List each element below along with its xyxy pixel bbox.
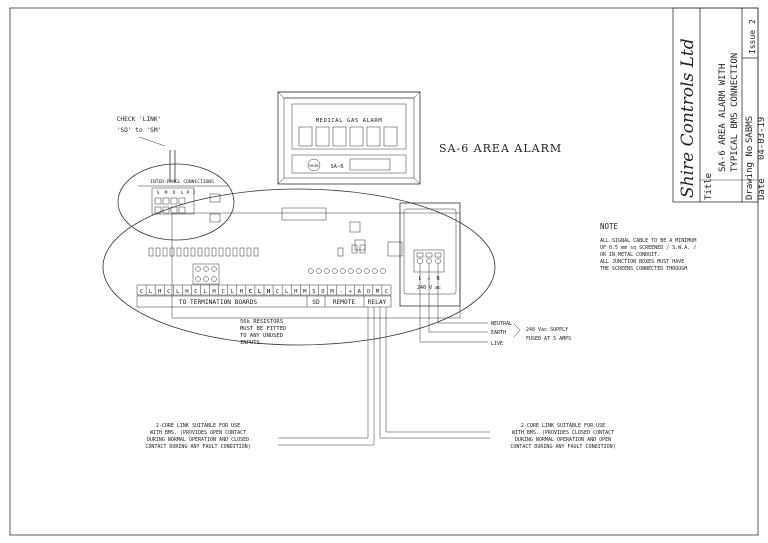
drawing-border <box>9 7 759 536</box>
supply-desc-line-2: FUSED AT 5 AMPS <box>526 336 571 342</box>
shire-logo-icon <box>307 158 321 172</box>
supply-desc-line-1: 240 Vac SUPPLY <box>526 327 568 333</box>
bms-left-line-4: CONTACT DURING ANY FAULT CONDITION) <box>145 444 250 450</box>
bms-right-line-1: 2-CORE LINK SUITABLE FOR USE <box>521 423 605 429</box>
note-line-4: ALL JUNCTION BOXES MUST HAVE <box>600 259 684 265</box>
bms-note-left: 2-CORE LINK SUITABLE FOR USE WITH BMS. (… <box>145 423 250 450</box>
resistor-note-line-4: INPUTS <box>240 340 260 346</box>
group-relay: RELAY <box>368 299 387 306</box>
bms-left-line-2: WITH BMS. (PROVIDES OPEN CONTACT <box>150 430 246 436</box>
supply-live: LIVE <box>491 341 503 347</box>
main-board <box>102 188 496 346</box>
link-note-line-2: 'SO' to 'SM' <box>117 127 162 134</box>
date-value: 04-03-19 <box>757 117 767 160</box>
note-line-3: OR IN METAL CONDUIT. <box>600 252 660 258</box>
terminal-label: C <box>140 289 143 295</box>
resistor-note-line-1: 56k RESISTORS <box>240 319 283 325</box>
group-termination-boards: TO TERMINATION BOARDS <box>179 299 258 306</box>
date-label: Date <box>757 178 767 200</box>
terminal-label: L <box>231 289 235 295</box>
terminal-label: C <box>276 289 279 295</box>
note-heading: NOTE <box>600 222 619 231</box>
terminal-label: M <box>330 289 334 295</box>
terminal-label: S <box>312 289 315 295</box>
group-sd: SD <box>312 299 320 306</box>
inset-terminal-m: M <box>165 190 168 196</box>
title-block: Shire Controls Ltd Title SA-6 AREA ALARM… <box>672 7 767 203</box>
inset-terminal-i: I <box>193 190 196 196</box>
title-line-2: TYPICAL BMS CONNECTION <box>730 53 740 172</box>
bms-right-line-3: DURING NORMAL OPERATION AND OPEN <box>515 437 611 443</box>
terminal-label: C <box>249 289 252 295</box>
inset-terminal-l: L <box>181 190 184 196</box>
panel-header: MEDICAL GAS ALARM <box>316 118 383 124</box>
terminal-label: H <box>294 289 297 295</box>
resistor-note: 56k RESISTORS MUST BE FITTED TO ANY UNUS… <box>240 319 286 346</box>
issue-number: 2 <box>748 19 757 24</box>
bms-wiring <box>278 307 490 446</box>
issue-label: Issue <box>748 30 757 54</box>
terminal-label: + <box>348 289 352 295</box>
supply-wiring <box>419 264 521 343</box>
terminal-label: O <box>367 289 371 295</box>
terminal-label: H <box>267 289 270 295</box>
terminal-label: H <box>212 289 215 295</box>
supply-neutral: NEUTRAL <box>491 321 512 327</box>
panel-indicators <box>298 126 398 147</box>
alarm-panel: MEDICAL GAS ALARM SHIRE SA-6 <box>277 91 421 185</box>
terminal-label: O <box>321 289 325 295</box>
terminal-label: L <box>176 289 180 295</box>
bms-left-line-3: DURING NORMAL OPERATION AND CLOSED <box>147 437 249 443</box>
inset-terminal-s: S <box>157 190 160 196</box>
terminal-label: M <box>376 289 380 295</box>
title-label: Title <box>704 173 714 200</box>
drawing-no: SABMS <box>745 116 755 143</box>
supply-earth: EARTH <box>491 330 506 336</box>
group-remote: REMOTE <box>333 299 356 306</box>
terminal-label: M <box>303 289 307 295</box>
bms-note-right: 2-CORE LINK SUITABLE FOR USE WITH BMS. (… <box>510 423 615 450</box>
note-line-2: OF 0.5 mm sq SCREENED / S.W.A. / <box>600 245 696 251</box>
note-line-5: THE SCREENS CONNECTED THROUGH <box>600 266 687 272</box>
terminal-label: - <box>339 289 342 295</box>
terminal-label: H <box>158 289 161 295</box>
inset-terminal-o: O <box>173 190 176 196</box>
company-name: Shire Controls Ltd <box>678 38 698 198</box>
ic-chip-row <box>148 247 259 257</box>
link-leader <box>138 136 166 147</box>
note-line-1: ALL SIGNAL CABLE TO BE A MINIMUM <box>600 238 696 244</box>
title-line-1: SA-6 AREA ALARM WITH <box>718 64 728 172</box>
cable-note: NOTE ALL SIGNAL CABLE TO BE A MINIMUM OF… <box>600 222 696 272</box>
inset-terminal-p: P <box>187 190 190 196</box>
terminal-label: L <box>285 289 289 295</box>
resistor-note-line-2: MUST BE FITTED <box>240 326 286 332</box>
bms-right-line-4: CONTACT DURING ANY FAULT CONDITION) <box>510 444 615 450</box>
terminal-label: C <box>167 289 170 295</box>
terminal-label: L <box>258 289 262 295</box>
panel-logo: SHIRE <box>309 164 319 168</box>
terminal-label: H <box>240 289 243 295</box>
relay-components <box>337 244 366 257</box>
terminal-label: C <box>221 289 224 295</box>
bms-left-line-1: 2-CORE LINK SUITABLE FOR USE <box>156 423 240 429</box>
link-note-line-1: CHECK 'LINK' <box>117 116 162 123</box>
resistor-note-line-3: TO ANY UNUSED <box>240 333 283 339</box>
terminal-label: L <box>149 289 153 295</box>
panel-model: SA-6 <box>330 164 343 170</box>
terminal-label: C <box>194 289 197 295</box>
drawing-no-label: Drawing No <box>745 146 755 200</box>
link-jumper <box>192 263 220 285</box>
inter-panel-inset: INTER-PANEL CONNECTIONS S M O L P I <box>117 163 235 241</box>
drawing-title: SA-6 AREA ALARM <box>439 142 562 155</box>
bms-right-line-2: WITH BMS. (PROVIDES CLOSED CONTACT <box>512 430 614 436</box>
panel-display <box>349 158 391 171</box>
terminal-label: C <box>385 289 388 295</box>
inset-label: INTER-PANEL CONNECTIONS <box>150 179 214 185</box>
remote-terminal-screws <box>308 268 386 274</box>
terminal-label: H <box>185 289 188 295</box>
terminal-label: A <box>358 289 362 295</box>
terminal-label: L <box>203 289 207 295</box>
